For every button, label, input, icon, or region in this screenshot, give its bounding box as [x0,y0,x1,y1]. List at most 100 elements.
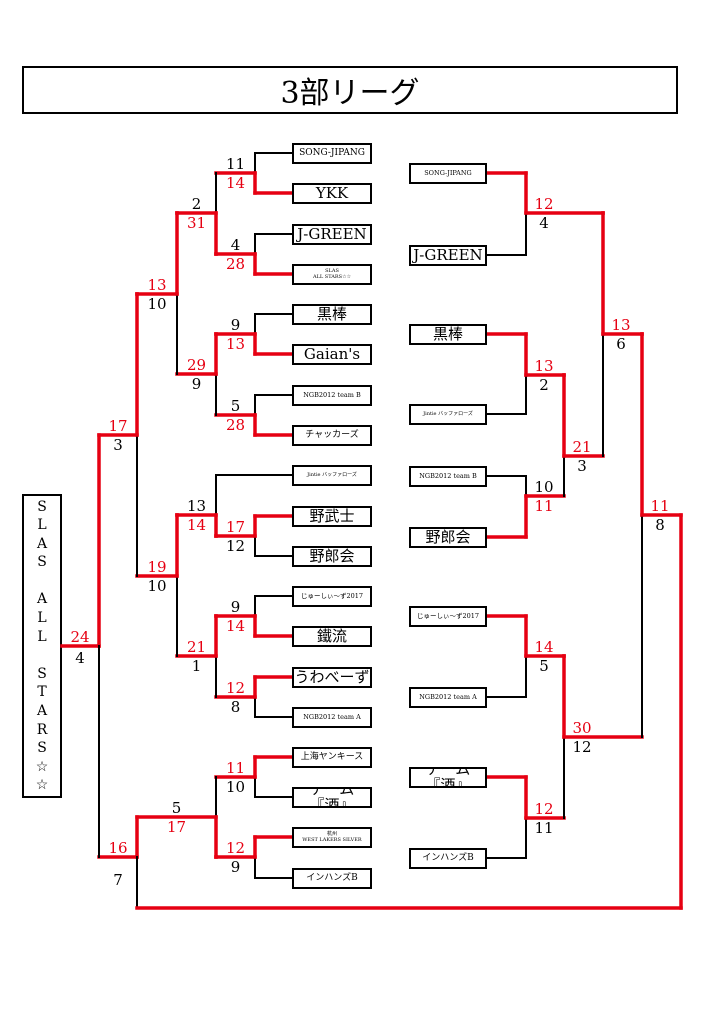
team-box-right: インハンズB [409,848,487,869]
score-bottom: 8 [231,698,241,716]
score-bottom: 9 [192,375,202,393]
score-bottom: 1 [192,657,202,675]
seed-team-char: A [36,591,48,608]
seed-team-char: S [37,554,47,571]
score-bottom: 6 [616,335,626,353]
score-top: 24 [70,628,89,646]
team-box-left: インハンズB [292,868,372,889]
score-bottom: 8 [655,516,665,534]
score-top: 12 [534,800,553,818]
team-box-left: 野武士 [292,506,372,527]
team-box-left: じゅーしぃ〜ず2017 [292,586,372,607]
score-top: 5 [172,799,182,817]
score-top: 16 [108,839,127,857]
score-top: 12 [534,195,553,213]
seed-team-char: T [37,684,47,701]
seed-team-char: ☆ [35,758,49,775]
score-top: 5 [231,397,241,415]
seed-team-char: S [37,665,47,682]
score-bottom: 12 [226,537,245,555]
score-bottom: 12 [572,738,591,756]
score-bottom: 4 [75,649,85,667]
team-box-right: NGB2012 team B [409,466,487,487]
team-box-left: うわべーず [292,667,372,688]
seed-team-char: A [36,702,48,719]
score-bottom: 7 [113,871,123,889]
team-box-right: 野郎会 [409,527,487,548]
score-bottom: 11 [534,497,553,515]
score-top: 29 [187,356,206,374]
score-top: 12 [226,839,245,857]
score-top: 19 [147,558,166,576]
score-top: 11 [226,759,245,777]
title-box: 3部リーグ [22,66,678,114]
team-box-left: SONG-JIPANG [292,143,372,164]
score-bottom: 13 [226,335,245,353]
score-top: 14 [534,638,553,656]
score-bottom: 11 [534,819,553,837]
score-bottom: 28 [226,255,245,273]
team-box-left: 杭州 WEST LAKERS SILVER [292,827,372,848]
team-box-right: SONG-JIPANG [409,163,487,184]
seed-team-char: L [37,517,47,534]
seed-team-char: L [37,610,47,627]
score-top: 4 [231,236,241,254]
team-box-right: NGB2012 team A [409,687,487,708]
team-box-right: チーム『酒』 [409,767,487,788]
score-top: 12 [226,679,245,697]
team-box-left: YKK [292,183,372,204]
score-bottom: 4 [539,214,549,232]
score-top: 13 [611,316,630,334]
team-box-right: J-GREEN [409,245,487,266]
score-top: 9 [231,316,241,334]
team-box-left: チーム『酒』 [292,787,372,808]
seed-team-char: R [36,721,48,738]
score-top: 21 [572,438,591,456]
score-bottom: 10 [147,295,166,313]
team-box-left: J-GREEN [292,224,372,245]
score-bottom: 14 [187,516,206,534]
score-bottom: 5 [539,657,549,675]
score-top: 17 [108,417,127,435]
score-top: 11 [650,497,669,515]
seed-team-char: A [36,535,48,552]
score-top: 2 [192,195,202,213]
score-bottom: 10 [226,778,245,796]
team-box-left: 鐵流 [292,626,372,647]
team-box-left: NGB2012 team B [292,385,372,406]
team-box-right: じゅーしぃ〜ず2017 [409,606,487,627]
seed-team-char: L [37,628,47,645]
score-bottom: 14 [226,174,245,192]
score-top: 10 [534,478,553,496]
score-top: 9 [231,598,241,616]
score-bottom: 9 [231,858,241,876]
score-bottom: 14 [226,617,245,635]
score-bottom: 2 [539,376,549,394]
team-box-left: 上海ヤンキース [292,747,372,768]
score-top: 11 [226,155,245,173]
score-top: 13 [147,276,166,294]
score-bottom: 28 [226,416,245,434]
page-title: 3部リーグ [280,76,420,111]
score-top: 30 [572,719,591,737]
score-top: 21 [187,638,206,656]
team-box-left: 野郎会 [292,546,372,567]
team-box-left: チャッカーズ [292,425,372,446]
team-box-left: SLAS ALL STARS☆☆ [292,264,372,285]
score-top: 13 [187,497,206,515]
score-bottom: 17 [167,818,186,836]
score-top: 17 [226,518,245,536]
team-box-left: Gaian's [292,344,372,365]
team-box-left: 黒棒 [292,304,372,325]
score-bottom: 10 [147,577,166,595]
team-box-right: 黒棒 [409,324,487,345]
seed-team-char: S [37,498,47,515]
seed-team-char: ☆ [35,777,49,794]
score-bottom: 31 [187,214,206,232]
team-box-right: Jintie バッファローズ [409,404,487,425]
team-box-left: Jintie バッファローズ [292,465,372,486]
score-bottom: 3 [577,457,587,475]
score-top: 13 [534,357,553,375]
seed-team-char: S [37,740,47,757]
